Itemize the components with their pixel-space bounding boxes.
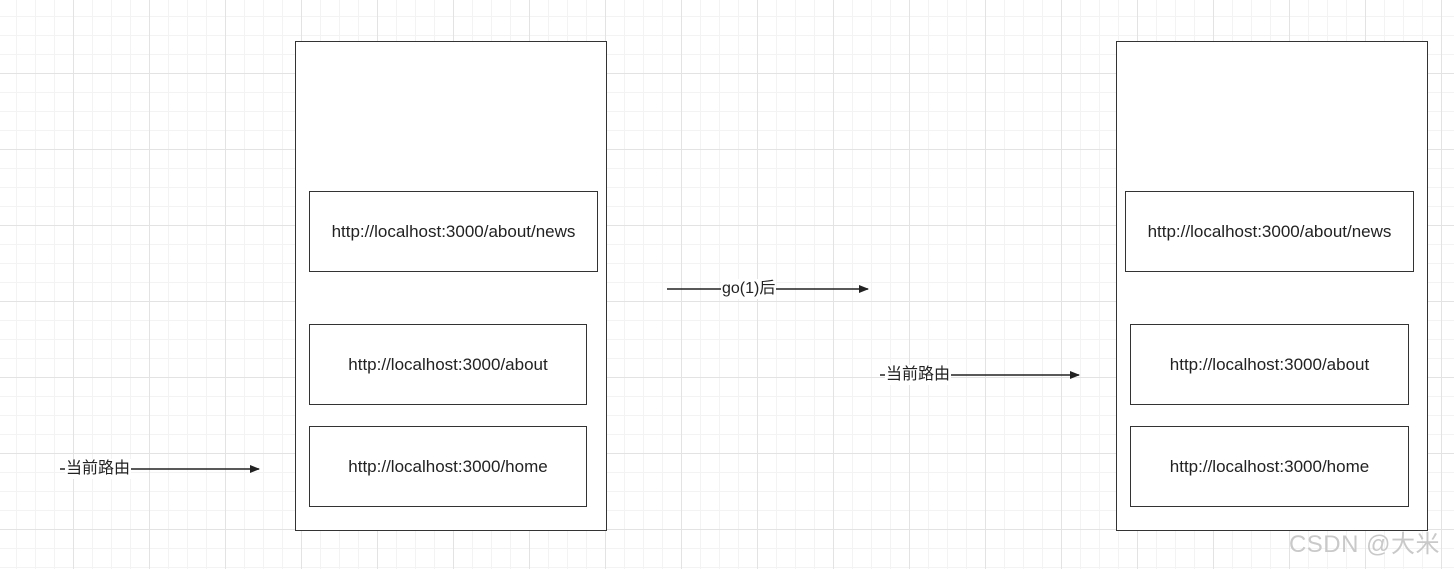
left-current-route-label: 当前路由 [65,459,132,479]
right-entry-home: http://localhost:3000/home [1130,426,1409,507]
left-entry-about: http://localhost:3000/about [309,324,587,405]
left-entry-home: http://localhost:3000/home [309,426,587,507]
right-entry-about-news: http://localhost:3000/about/news [1125,191,1414,272]
watermark: CSDN @大米 [1288,531,1440,558]
transition-label: go(1)后 [721,279,777,299]
left-entry-about-news: http://localhost:3000/about/news [309,191,598,272]
right-entry-about: http://localhost:3000/about [1130,324,1409,405]
right-current-route-label: 当前路由 [885,365,952,385]
